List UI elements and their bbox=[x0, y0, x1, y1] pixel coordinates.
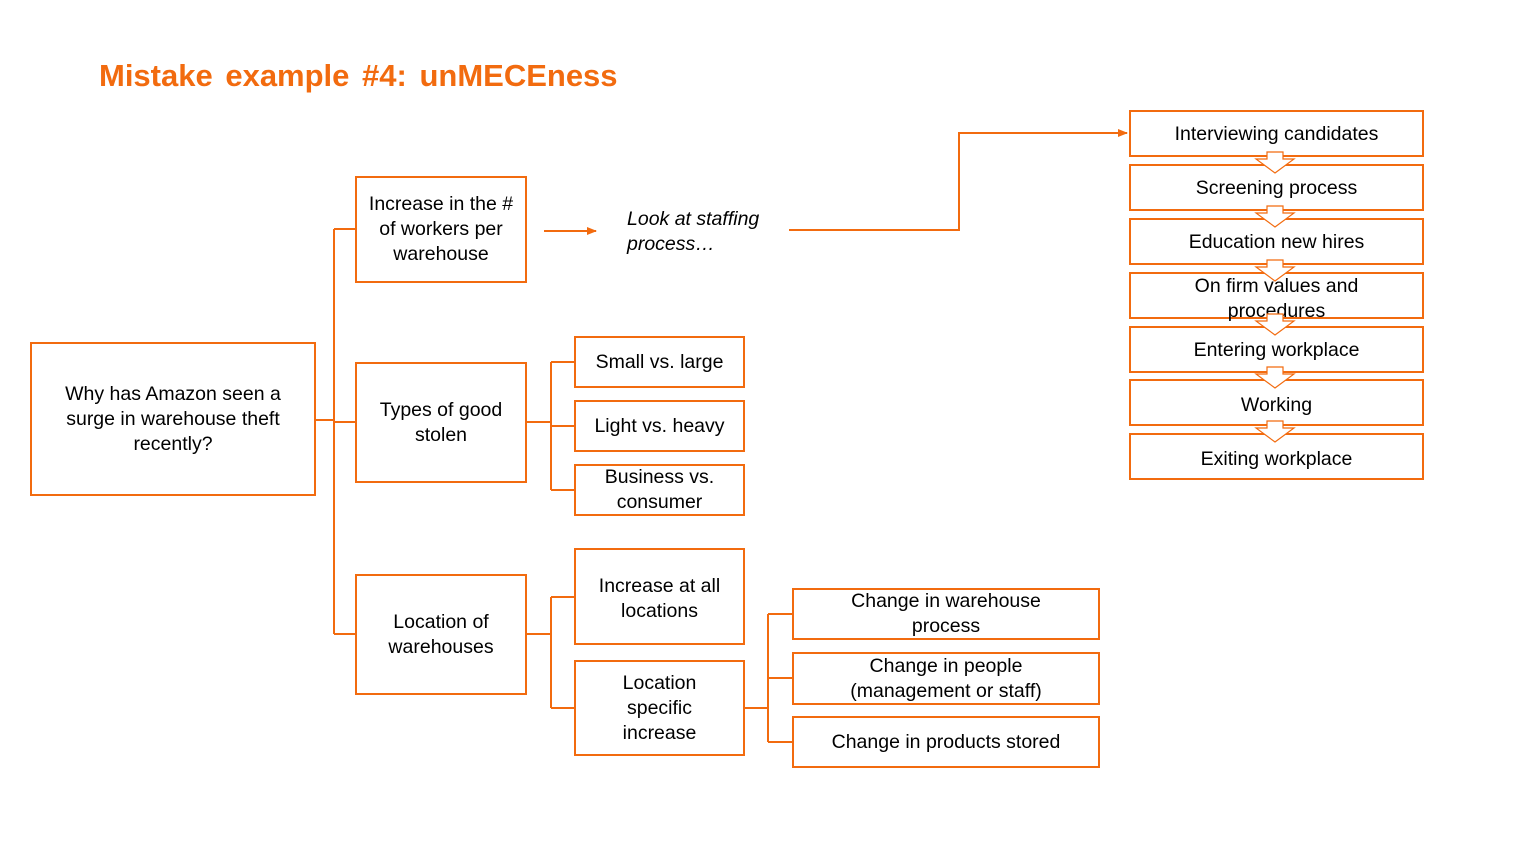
specific-child-process: Change in warehouse process bbox=[792, 588, 1100, 640]
down-arrow-icon bbox=[1254, 366, 1296, 389]
branch-location-box: Location of warehouses bbox=[355, 574, 527, 695]
down-arrow-icon bbox=[1254, 259, 1296, 282]
down-arrow-icon bbox=[1254, 205, 1296, 228]
specific-child-products: Change in products stored bbox=[792, 716, 1100, 768]
staffing-annotation: Look at staffing process… bbox=[627, 208, 760, 255]
down-arrow-icon bbox=[1254, 313, 1296, 336]
branch-location-text: Location of warehouses bbox=[388, 610, 494, 658]
goods-child-customer: Business vs. consumer bbox=[574, 464, 745, 516]
branch-workers-text: Increase in the # of workers per warehou… bbox=[368, 193, 514, 265]
branch-goods-text: Types of good stolen bbox=[379, 398, 503, 446]
root-question-text: Why has Amazon seen a surge in warehouse… bbox=[65, 382, 281, 455]
slide-title: Mistake example #4: unMECEness bbox=[99, 58, 618, 93]
location-child-all: Increase at all locations bbox=[574, 548, 745, 645]
goods-child-size: Small vs. large bbox=[574, 336, 745, 388]
specific-child-people: Change in people (management or staff) bbox=[792, 652, 1100, 705]
root-question-box: Why has Amazon seen a surge in warehouse… bbox=[30, 342, 316, 496]
branch-workers-box: Increase in the # of workers per warehou… bbox=[355, 176, 527, 283]
branch-goods-box: Types of good stolen bbox=[355, 362, 527, 483]
goods-child-weight: Light vs. heavy bbox=[574, 400, 745, 452]
down-arrow-icon bbox=[1254, 151, 1296, 174]
location-child-specific: Location specific increase bbox=[574, 660, 745, 756]
down-arrow-icon bbox=[1254, 420, 1296, 443]
